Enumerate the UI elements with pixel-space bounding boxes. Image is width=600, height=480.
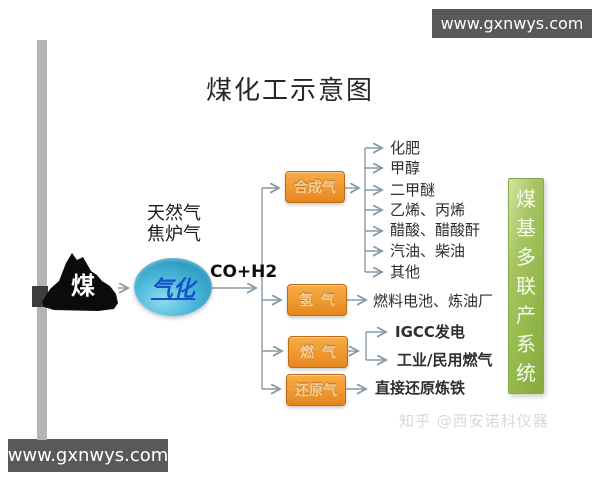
product-direct-reduction-iron: 直接还原炼铁 [375, 379, 466, 397]
gasification-node[interactable]: 气化 [134, 258, 212, 316]
product-other: 其他 [390, 263, 421, 281]
product-civil-gas: 工业/民用燃气 [397, 351, 493, 369]
hydrogen-box: 氢气 [287, 284, 347, 316]
product-igcc-power: IGCC发电 [395, 323, 465, 341]
product-acetic: 醋酸、醋酸酐 [390, 221, 481, 239]
product-fuel-cell-refinery: 燃料电池、炼油厂 [373, 292, 494, 310]
watermark-bar-top: www.gxnwys.com [432, 9, 592, 38]
gas-inputs-label: 天然气 焦炉气 [147, 203, 217, 245]
co-h2-label: CO+H2 [210, 262, 278, 282]
product-fertilizer: 化肥 [390, 139, 421, 157]
coal-label: 煤 [71, 272, 95, 300]
watermark-bar-bottom: www.gxnwys.com [8, 439, 168, 472]
product-dme: 二甲醚 [390, 181, 436, 199]
gas-input-coke-oven: 焦炉气 [147, 224, 201, 245]
product-methanol: 甲醇 [390, 159, 421, 177]
gas-input-natural: 天然气 [147, 203, 201, 224]
fuelgas-box: 燃气 [288, 336, 348, 368]
coal-node: 煤 [40, 250, 120, 314]
left-gray-strip [37, 40, 47, 440]
watermark-url-bottom: www.gxnwys.com [7, 445, 169, 466]
page-title: 煤化工示意图 [205, 76, 374, 106]
polygeneration-banner-text: 煤基多联产系统 [516, 186, 536, 385]
reducing-gas-box: 还原气 [286, 374, 346, 406]
credit-watermark: 知乎 @西安诺科仪器 [399, 412, 549, 430]
coal-mountain-icon [42, 253, 118, 311]
watermark-url-top: www.gxnwys.com [440, 14, 584, 33]
product-fuel-oil: 汽油、柴油 [390, 242, 466, 260]
product-olefins: 乙烯、丙烯 [390, 201, 466, 219]
syngas-box: 合成气 [285, 171, 345, 203]
polygeneration-banner: 煤基多联产系统 [508, 178, 544, 394]
gasification-link[interactable]: 气化 [150, 277, 195, 302]
